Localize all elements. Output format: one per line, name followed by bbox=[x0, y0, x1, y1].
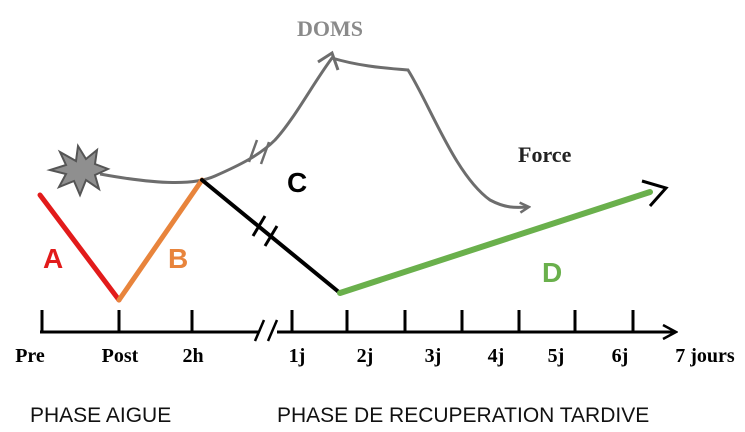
doms-label: DOMS bbox=[297, 16, 363, 41]
segment-a-line bbox=[37, 192, 122, 303]
tick-label-4j: 4j bbox=[488, 345, 505, 367]
exercise-burst-icon bbox=[46, 143, 111, 198]
axis-tick-labels: Pre Post 2h 1j 2j 3j 4j 5j 6j 7 jours bbox=[15, 345, 735, 367]
tick-label-pre: Pre bbox=[15, 345, 45, 367]
tick-label-3j: 3j bbox=[425, 345, 442, 367]
tick-label-6j: 6j bbox=[612, 345, 629, 367]
doms-break-marks bbox=[247, 139, 271, 165]
tick-label-5j: 5j bbox=[548, 345, 565, 367]
segment-d-arrowhead bbox=[641, 179, 669, 207]
segment-b-line bbox=[116, 177, 205, 303]
force-label: Force bbox=[518, 142, 572, 167]
doms-arrowhead-top bbox=[317, 50, 340, 71]
label-b: B bbox=[168, 243, 188, 274]
segment-c-break-marks bbox=[251, 215, 279, 247]
doms-curve-line bbox=[99, 56, 528, 207]
tick-label-7-jours: 7 jours bbox=[675, 345, 735, 367]
doms-curve bbox=[46, 50, 528, 207]
tick-label-post: Post bbox=[102, 345, 139, 367]
label-c: C bbox=[287, 167, 307, 198]
axis-tick-marks bbox=[40, 310, 635, 332]
segment-d-line bbox=[337, 189, 653, 296]
phase-recovery-label: PHASE DE RECUPERATION TARDIVE bbox=[277, 404, 649, 427]
tick-label-1j: 1j bbox=[289, 345, 306, 367]
label-d: D bbox=[542, 257, 562, 288]
tick-label-2h: 2h bbox=[182, 345, 203, 367]
phase-acute-label: PHASE AIGUE bbox=[30, 404, 171, 427]
tick-label-2j: 2j bbox=[357, 345, 374, 367]
axis-break-marks bbox=[253, 319, 279, 342]
label-a: A bbox=[43, 243, 63, 274]
time-axis: Pre Post 2h 1j 2j 3j 4j 5j 6j 7 jours bbox=[15, 310, 735, 367]
